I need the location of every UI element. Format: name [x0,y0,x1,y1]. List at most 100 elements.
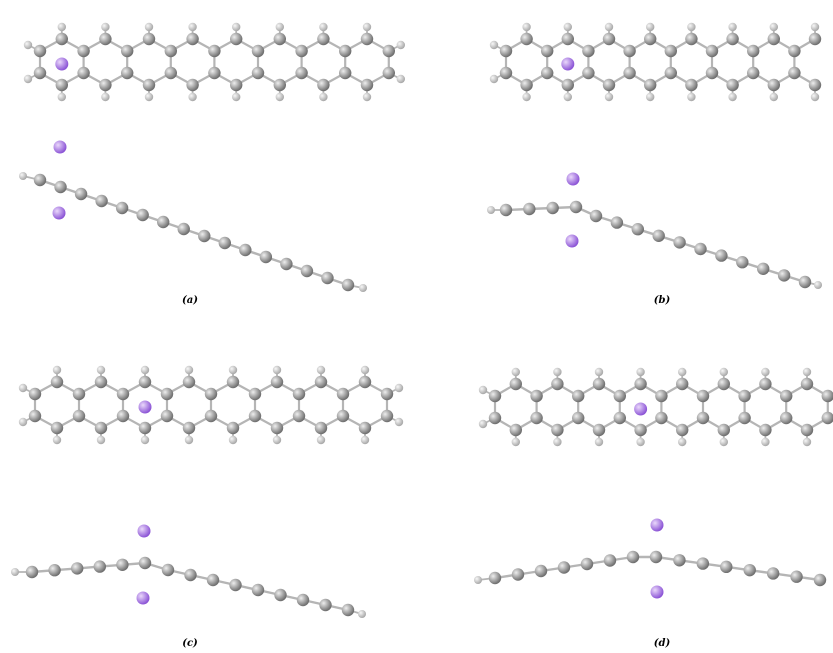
carbon-atom [780,389,793,403]
carbon-atom [592,377,606,391]
carbon-atom [808,32,822,46]
carbon-atom [28,409,42,423]
carbon-atom [509,423,522,437]
hydrogen-atom [522,22,531,32]
carbon-atom [759,377,772,391]
carbon-atom [358,375,372,389]
carbon-atom [160,387,174,401]
carbon-atom [696,389,710,403]
carbon-atom [280,257,293,271]
carbon-atom [336,387,350,401]
carbon-atom [270,421,284,435]
hydrogen-atom [362,22,372,32]
carbon-atom [780,411,793,425]
carbon-atom [610,216,624,229]
panel-d: (d) [474,367,833,649]
carbon-atom [499,44,513,58]
hydrogen-atom [140,365,150,375]
carbon-atom [623,66,636,80]
hydrogen-atom [646,92,655,102]
carbon-atom [582,66,595,80]
carbon-atom [28,387,42,401]
carbon-atom [314,421,328,435]
hydrogen-atom [553,437,562,447]
hydrogen-atom [814,281,822,289]
hydrogen-atom [719,437,728,447]
carbon-atom [523,202,536,216]
carbon-atom [511,568,525,581]
carbon-atom [676,423,689,437]
hydrogen-atom [319,22,328,32]
carbon-atom [541,44,554,58]
carbon-atom [696,411,710,425]
hydrogen-atom [188,92,197,102]
carbon-atom [157,215,170,229]
carbon-atom [95,194,108,208]
hydrogen-atom [19,172,27,180]
hydrogen-atom [23,40,33,50]
hydrogen-atom [316,435,326,445]
lithium-atom [53,140,67,154]
carbon-atom [341,603,355,617]
carbon-atom [198,229,211,243]
carbon-atom [99,32,112,46]
hydrogen-atom [636,367,645,377]
hydrogen-atom [489,40,499,50]
hydrogen-atom [478,385,488,395]
hydrogen-atom [394,417,404,427]
carbon-atom [664,66,677,80]
carbon-atom [121,44,134,58]
carbon-atom [592,423,606,437]
panel-a: (a) [19,22,405,306]
carbon-atom [520,78,533,92]
hydrogen-atom [761,437,770,447]
carbon-atom [530,411,543,425]
carbon-atom [121,66,134,80]
carbon-atom [295,44,308,58]
hydrogen-atom [232,92,241,102]
carbon-atom [138,375,152,389]
hydrogen-atom [563,92,572,102]
carbon-atom [317,32,330,46]
hydrogen-atom [275,22,284,32]
hydrogen-atom [52,365,62,375]
carbon-atom [300,264,314,278]
hydrogen-atom [101,92,110,102]
carbon-atom [341,278,355,292]
carbon-atom [777,269,791,282]
carbon-atom [94,421,108,435]
carbon-atom [274,588,287,602]
carbon-atom [248,409,262,423]
carbon-atom [652,229,665,242]
carbon-atom [72,409,86,423]
carbon-atom [580,557,594,571]
lithium-atom [566,172,580,186]
hydrogen-atom [96,365,106,375]
hydrogen-atom [359,284,367,292]
hydrogen-atom [604,22,614,32]
hydrogen-atom [478,419,488,429]
carbon-atom [757,262,770,275]
panel-a-side-view [19,140,367,292]
carbon-atom [541,66,554,80]
carbon-atom [655,411,668,425]
carbon-atom [186,32,199,46]
hydrogen-atom [358,610,366,618]
hydrogen-atom [360,365,370,375]
carbon-atom [551,423,564,437]
carbon-atom [54,180,67,194]
carbon-atom [314,375,328,389]
carbon-atom [790,570,803,583]
carbon-atom [182,375,196,389]
carbon-atom [673,236,686,249]
hydrogen-atom [553,367,562,377]
carbon-atom [631,223,644,236]
carbon-atom [634,423,647,437]
carbon-atom [204,387,218,401]
carbon-atom [557,561,571,574]
carbon-atom [766,567,780,580]
carbon-atom [649,550,663,564]
carbon-atom [520,32,533,46]
hydrogen-atom [144,22,154,32]
carbon-atom [93,560,107,573]
